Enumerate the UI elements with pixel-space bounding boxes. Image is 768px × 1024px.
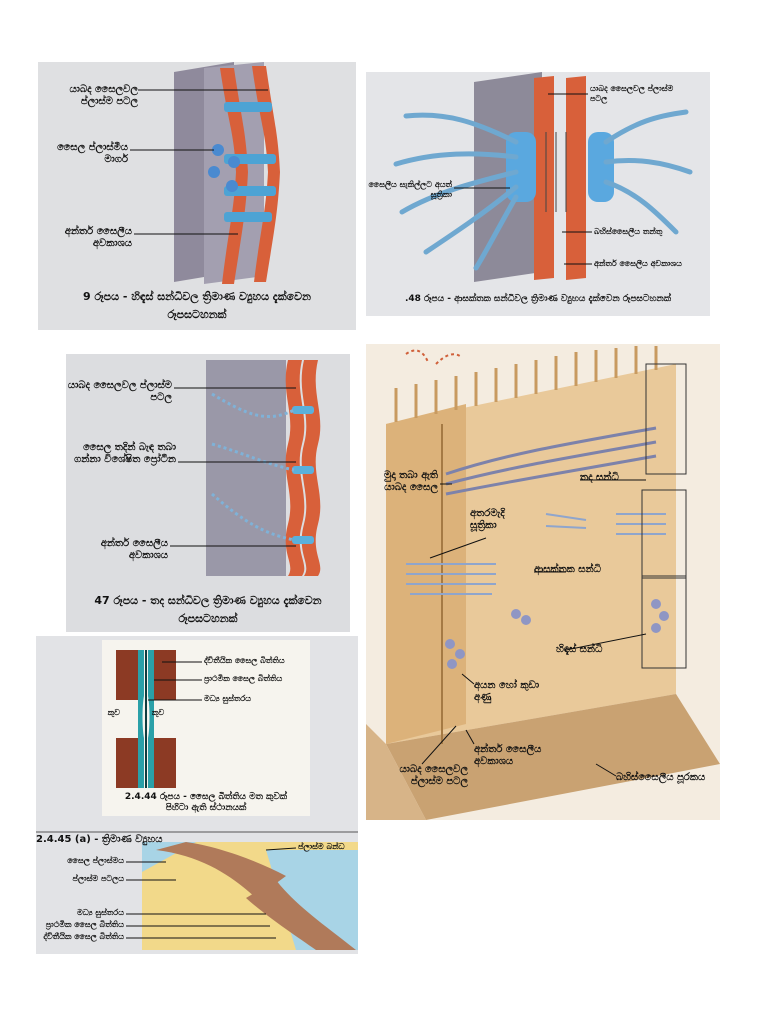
label-pit-left: කුව bbox=[107, 708, 120, 717]
label-filaments: සෛලීය සැකිල්ලට අයත් සූත්‍රිකා bbox=[368, 180, 452, 199]
section-title: 2.4.45 (a) - ත්‍රිමාණ ව්‍යුහය bbox=[36, 834, 163, 845]
label-membrane: යාබද සෛලවල ප්ලාස්ම පටල bbox=[590, 84, 674, 103]
label-ions: අයන හෝ කුඩා අණු bbox=[474, 680, 540, 703]
gap-junction-figure: යාබද සෛලවල ප්ලාස්ම පටල සෛල ප්ලාස්මීය මාර… bbox=[38, 62, 356, 330]
label-space: අන්තර් සෛලීය අවකාශය bbox=[64, 226, 132, 249]
gap-junction-illustration bbox=[130, 62, 280, 284]
label-cytoplasm: සෛල ප්ලාස්මය bbox=[67, 856, 124, 865]
caption-line1: 9 රූපය - හිඳැස් සන්ධිවල ත්‍රිමාණ ව්‍යුහය… bbox=[83, 290, 311, 303]
label-channel: සෛල ප්ලාස්මීය මාර්ග bbox=[57, 142, 128, 165]
label-extracellular-matrix: බහිස්සෛලීය පූරකය bbox=[616, 772, 706, 783]
label-gap-junction: හිඳැස් සන්ධි bbox=[556, 644, 603, 655]
cell-wall-pit-figure: ද්විතීයික සෛල බිත්තිය ප්‍රාථමික සෛල බිත්… bbox=[36, 636, 358, 954]
label-primary-wall-b: ප්‍රාථමික සෛල බිත්තිය bbox=[45, 920, 124, 929]
caption-line1: 2.4.44 රූපය - සෛල බිත්තිය මත කුවක් bbox=[124, 792, 288, 802]
desmosome-illustration bbox=[393, 72, 693, 282]
label-middle-lamella-b: මධ්‍ය සුස්තරය bbox=[76, 908, 124, 917]
label-adjacent-cells: මුදා තබා ඇති යාබද සෛල bbox=[384, 470, 438, 493]
epithelium-illustration bbox=[366, 346, 720, 820]
label-intermediate-filaments: අතරමැදි සූත්‍රිකා bbox=[470, 508, 505, 531]
label-space: අන්තර් සෛලීය අවකාශය bbox=[100, 538, 168, 561]
label-desmosome: ආසක්තක සන්ධි bbox=[534, 564, 601, 575]
label-membrane: යාබද සෛලවල ප්ලාස්ම පටල bbox=[69, 84, 138, 107]
cell-junctions-figure: තද සන්ධි මුදා තබා ඇති යාබද සෛල අතරමැදි ස… bbox=[366, 344, 720, 820]
label-intercellular-space: අන්තර් සෛලීය අවකාශය bbox=[474, 744, 542, 767]
label-pit-right: කුව bbox=[152, 708, 165, 717]
caption-line2: රූපසටහනක් bbox=[178, 612, 238, 625]
caption-line1: 47 රූපය - තද සන්ධිවල ත්‍රිමාණ ව්‍යුහය දැ… bbox=[94, 594, 322, 607]
label-proteins: සෛල තදින් බැඳ තබා ගන්නා විශේෂිත ප්‍රෝටීන bbox=[74, 442, 176, 465]
label-space: අන්තර් සෛලීය අවකාශය bbox=[594, 259, 682, 268]
label-plasmodesma: ප්ලාස්ම බන්ධ bbox=[298, 842, 345, 851]
tight-junction-figure: යාබද සෛලවල ප්ලාස්ම පටල සෛල තදින් බැඳ තබා… bbox=[66, 354, 350, 632]
caption-line2: පිහිටා ඇති ස්ථානයක් bbox=[165, 803, 247, 813]
label-secondary-wall: ද්විතීයික සෛල බිත්තිය bbox=[204, 656, 285, 665]
label-secondary-wall-b: ද්විතීයික සෛල බිත්තිය bbox=[43, 932, 124, 941]
desmosome-figure: යාබද සෛලවල ප්ලාස්ම පටල සෛලීය සැකිල්ලට අය… bbox=[366, 72, 710, 316]
cell-wall-illustration bbox=[36, 640, 358, 950]
caption: .48 රූපය - ආසක්තක සන්ධිවල ත්‍රිමාණ ව්‍යු… bbox=[404, 294, 672, 304]
label-middle-lamella: මධ්‍ය සුස්තරය bbox=[204, 694, 252, 703]
label-plasma-membrane: ප්ලාස්ම පටලය bbox=[72, 874, 124, 883]
label-fibers: බහිස්සෛලීය තන්තු bbox=[594, 227, 663, 236]
tight-junction-illustration bbox=[170, 360, 321, 576]
label-membrane: යාබද සෛලවල ප්ලාස්ම පටල bbox=[67, 380, 172, 403]
label-membrane: යාබද සෛලවල ප්ලාස්ම පටල bbox=[399, 764, 468, 787]
caption-line2: රූපසටහනක් bbox=[167, 308, 227, 321]
label-tight-junction: තද සන්ධි bbox=[580, 472, 619, 483]
label-primary-wall: ප්‍රාථමික සෛල බිත්තිය bbox=[204, 674, 283, 683]
